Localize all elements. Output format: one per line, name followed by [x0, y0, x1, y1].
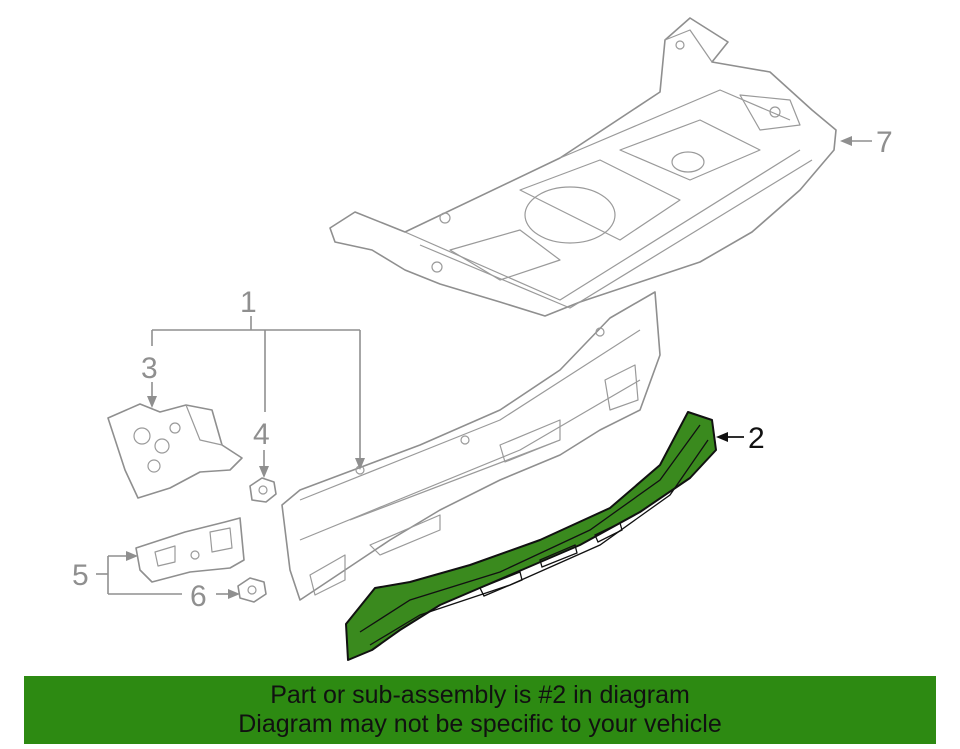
callout-2-label[interactable]: 2 [748, 422, 765, 455]
callout-7-leader [840, 136, 872, 146]
callout-7-label[interactable]: 7 [876, 126, 893, 159]
banner-line-2: Diagram may not be specific to your vehi… [238, 710, 722, 738]
callout-4-label[interactable]: 4 [253, 418, 270, 451]
part-3-bracket[interactable] [107, 403, 243, 499]
callout-3-label[interactable]: 3 [141, 352, 158, 385]
part-4-clip[interactable] [249, 477, 277, 503]
info-banner: Part or sub-assembly is #2 in diagram Di… [24, 676, 936, 744]
callout-6-label[interactable]: 6 [190, 580, 207, 613]
callout-2-leader [716, 432, 744, 442]
part-2-reinforcement-highlighted[interactable] [345, 411, 717, 661]
callout-3-leader [147, 382, 157, 408]
callout-5-6-leader [96, 551, 240, 599]
part-rear-panel[interactable] [281, 291, 661, 601]
callout-4-leader [259, 450, 269, 478]
part-7-package-tray[interactable] [329, 17, 837, 317]
part-6-nut[interactable] [237, 577, 267, 603]
callout-5-label[interactable]: 5 [72, 559, 89, 592]
callout-1-leader [151, 316, 365, 470]
banner-line-1: Part or sub-assembly is #2 in diagram [270, 681, 690, 709]
callout-1-label[interactable]: 1 [240, 286, 257, 319]
part-5-bracket[interactable] [135, 517, 245, 583]
